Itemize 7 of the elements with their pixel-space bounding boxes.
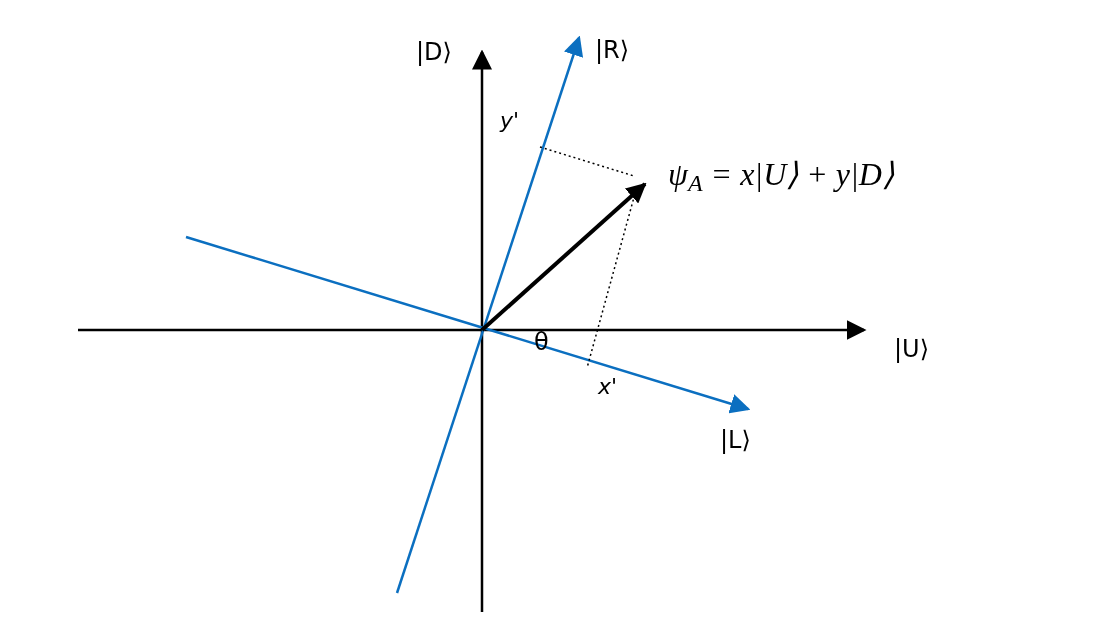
projection-label: y' [500,110,520,132]
axis-label: |D⟩ [416,40,452,64]
axis-label: |R⟩ [595,38,630,62]
axis-label: |L⟩ [720,428,751,452]
state-equation: ψ$_{A}$ = x|U⟩ + y|D⟩ [668,158,894,190]
axis-label: |U⟩ [894,337,929,361]
projection-label: x' [598,376,618,398]
